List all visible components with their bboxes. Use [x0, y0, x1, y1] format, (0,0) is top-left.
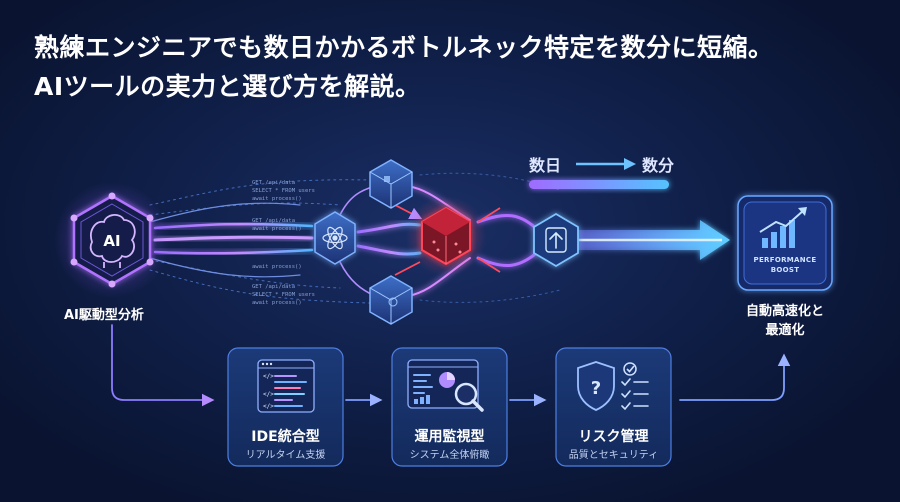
ai-hex-node: AI	[54, 182, 170, 298]
hex-vertex-dots	[70, 192, 154, 288]
bottom-flow-connectors	[111, 324, 791, 407]
card-title-risk: リスク管理	[578, 429, 649, 445]
ai-icon-text: AI	[103, 232, 120, 250]
atom-icon	[322, 226, 348, 250]
card-title-ide: IDE統合型	[251, 429, 320, 445]
atom-hex-node	[314, 211, 356, 265]
code-snippet: await process()	[252, 300, 302, 306]
tool-card-risk: ?	[555, 347, 672, 467]
code-snippet: await process()	[252, 226, 302, 232]
trend-arrowhead-icon	[798, 207, 807, 216]
code-snippet: SELECT * FROM users	[252, 292, 315, 298]
bottom-data-cube	[369, 275, 413, 325]
trend-line-icon	[759, 209, 805, 233]
code-snippet: GET /api/data	[252, 284, 295, 290]
speed-progress-bar	[529, 158, 669, 189]
card-subtitle-ide: リアルタイム支援	[245, 450, 326, 461]
code-snippet: GET /api/data	[252, 218, 295, 224]
optimization-label-line-2: 最適化	[765, 323, 805, 338]
svg-text:</>: </>	[263, 373, 274, 380]
svg-text:?: ?	[591, 378, 601, 399]
headline-line-1: 熟練エンジニアでも数日かかるボトルネック特定を数分に短縮。	[34, 33, 774, 62]
speed-to-label: 数分	[642, 156, 675, 175]
top-data-cube	[369, 159, 413, 209]
optimization-label-line-1: 自動高速化と	[745, 304, 824, 319]
headline: 熟練エンジニアでも数日かかるボトルネック特定を数分に短縮。 AIツールの実力と選…	[34, 28, 774, 106]
code-snippet: SELECT * FROM users	[252, 188, 315, 194]
ai-analysis-label: AI駆動型分析	[64, 308, 144, 323]
speed-from-label: 数日	[529, 156, 562, 175]
badge-line-1: PERFORMANCE	[753, 256, 817, 264]
shield-checklist-icon: ?	[577, 361, 649, 411]
brain-icon	[89, 214, 136, 268]
code-snippets: GET /api/data SELECT * FROM users await …	[252, 180, 315, 306]
code-window-icon: </> </> </>	[257, 359, 315, 413]
flow-lines	[149, 185, 542, 297]
performance-boost-badge: PERFORMANCE BOOST	[744, 255, 826, 275]
code-snippet: await process()	[252, 264, 302, 270]
card-subtitle-risk: 品質とセキュリティ	[568, 450, 659, 461]
optimization-label: 自動高速化と 最適化	[736, 302, 834, 340]
tool-card-ide: </> </> </>	[227, 347, 344, 467]
up-arrow-icon	[549, 231, 563, 249]
svg-text:</>: </>	[263, 403, 274, 410]
bottleneck-red-cube	[406, 196, 486, 276]
performance-boost-panel	[737, 195, 833, 291]
upgrade-hex-node	[533, 212, 579, 268]
code-snippet: await process()	[252, 196, 302, 202]
dashboard-magnifier-icon	[407, 359, 484, 412]
tool-card-monitoring	[391, 347, 508, 467]
growth-chart-icon	[762, 220, 795, 248]
headline-line-2: AIツールの実力と選び方を解説。	[34, 72, 421, 101]
card-title-monitoring: 運用監視型	[414, 429, 485, 445]
svg-text:</>: </>	[263, 391, 274, 398]
card-subtitle-monitoring: システム全体俯瞰	[409, 450, 490, 461]
cube-circuit-dots	[432, 240, 462, 254]
speed-arrow-head	[624, 158, 636, 170]
code-snippet: GET /api/data	[252, 180, 295, 186]
badge-line-2: BOOST	[770, 266, 800, 274]
